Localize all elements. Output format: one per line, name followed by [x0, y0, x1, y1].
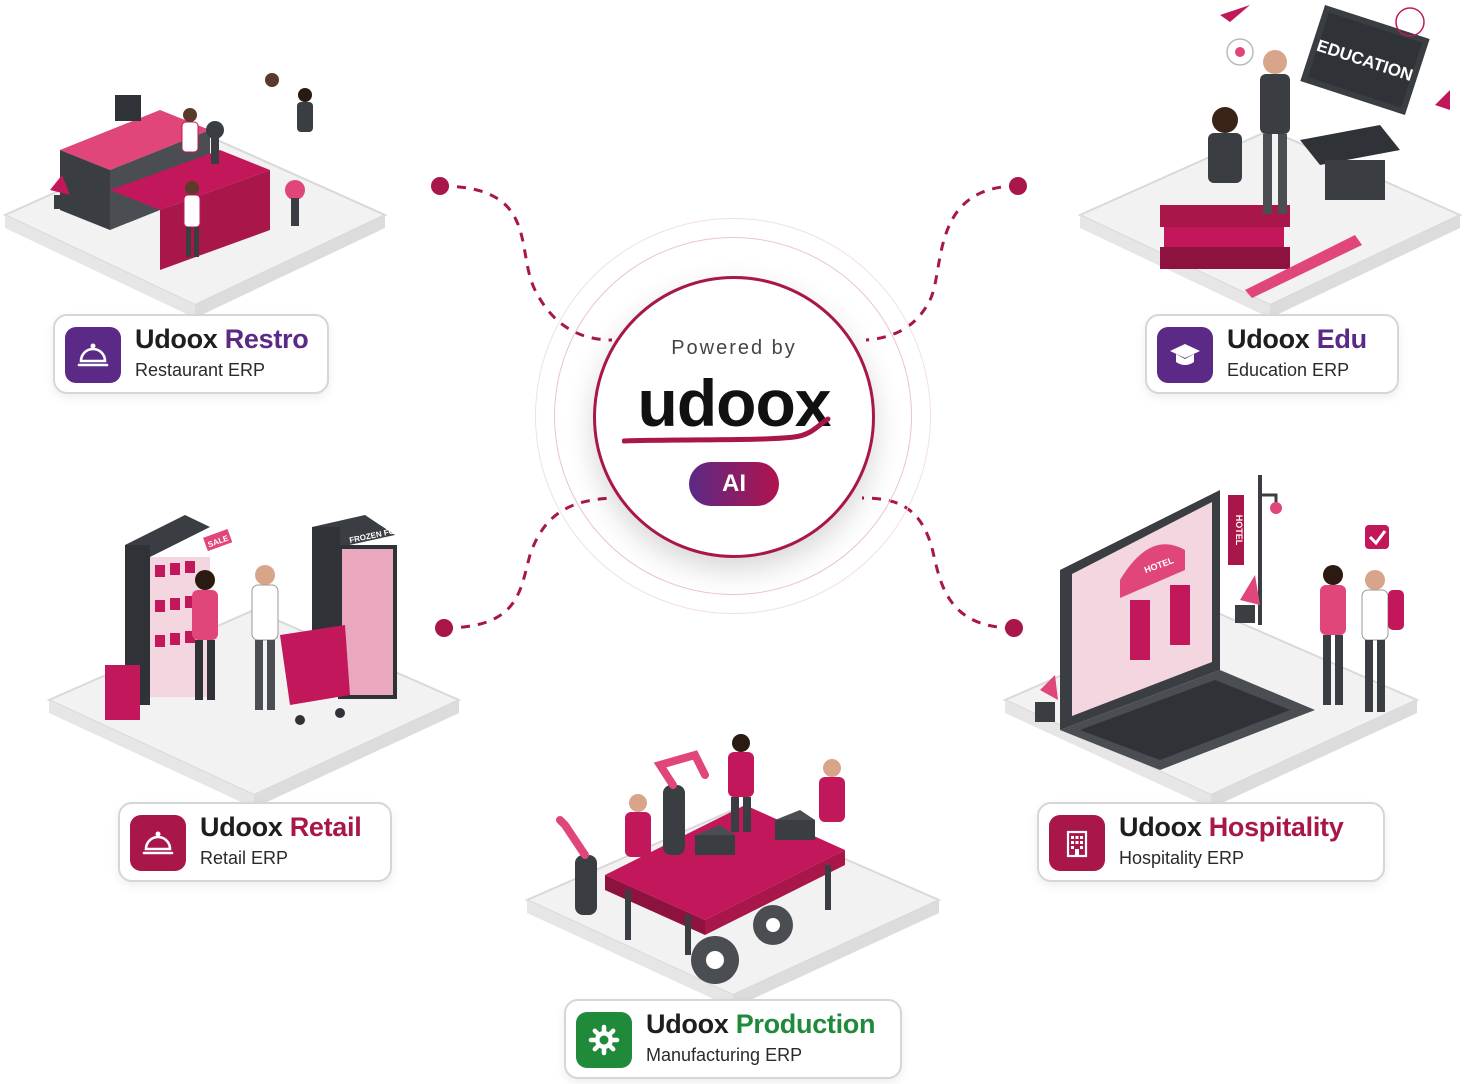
module-subtitle: Restaurant ERP: [135, 360, 266, 380]
hotel-vertical-sign: HOTEL: [1234, 515, 1244, 546]
module-card-restro[interactable]: Udoox Restro Restaurant ERP: [53, 314, 329, 394]
retail-illustration: SALE FROZEN FOOD: [105, 515, 400, 725]
cloche-icon: [142, 831, 174, 855]
ai-badge: AI: [689, 462, 779, 506]
module-subtitle: Retail ERP: [200, 848, 289, 868]
module-name-restro: Restro: [224, 324, 309, 354]
gear-icon: [588, 1024, 620, 1056]
edu-icon-tile: [1157, 327, 1213, 383]
module-subtitle: Manufacturing ERP: [646, 1045, 803, 1065]
powered-by-label: Powered by: [671, 337, 797, 359]
module-title: Udoox Retail: [200, 812, 362, 842]
connector-retail: [443, 496, 613, 630]
hotel-building-icon: [1066, 830, 1088, 858]
module-card-production[interactable]: Udoox Production Manufacturing ERP: [564, 999, 902, 1079]
graduation-cap-icon: [1170, 344, 1200, 365]
hospitality-icon-tile: [1049, 815, 1105, 871]
restro-icon-tile: [65, 327, 121, 383]
module-card-edu[interactable]: Udoox Edu Education ERP: [1145, 314, 1399, 394]
production-icon-tile: [576, 1012, 632, 1068]
retail-icon-tile: [130, 815, 186, 871]
connector-dot-hospitality: [1005, 619, 1023, 637]
module-title: Udoox Restro: [135, 324, 309, 354]
hospitality-illustration: HOTEL HOTEL: [1035, 475, 1404, 770]
module-subtitle: Education ERP: [1227, 360, 1350, 380]
production-illustration: [556, 734, 845, 984]
module-title: Udoox Production: [646, 1009, 876, 1039]
module-name-production: Production: [735, 1009, 876, 1039]
hub-outer-ring: [535, 218, 931, 614]
module-name-edu: Edu: [1316, 324, 1367, 354]
module-card-retail[interactable]: Udoox Retail Retail ERP: [118, 802, 392, 882]
udoox-hub: Powered by udoox AI: [593, 276, 875, 558]
connector-dot-edu: [1009, 177, 1027, 195]
module-name-hospitality: Hospitality: [1208, 812, 1344, 842]
module-subtitle: Hospitality ERP: [1119, 848, 1245, 868]
module-name-retail: Retail: [289, 812, 362, 842]
cloche-icon: [77, 343, 109, 367]
udoox-logo-text: udoox: [637, 366, 832, 440]
connector-dot-restro: [431, 177, 449, 195]
connector-dot-retail: [435, 619, 453, 637]
module-card-hospitality[interactable]: Udoox Hospitality Hospitality ERP: [1037, 802, 1385, 882]
education-illustration: EDUCATION: [1160, 4, 1450, 298]
restaurant-illustration: [50, 73, 313, 270]
module-title: Udoox Hospitality: [1119, 812, 1344, 842]
hub-middle-ring: [554, 237, 912, 595]
module-title: Udoox Edu: [1227, 324, 1367, 354]
logo-swoosh-icon: [622, 416, 831, 444]
